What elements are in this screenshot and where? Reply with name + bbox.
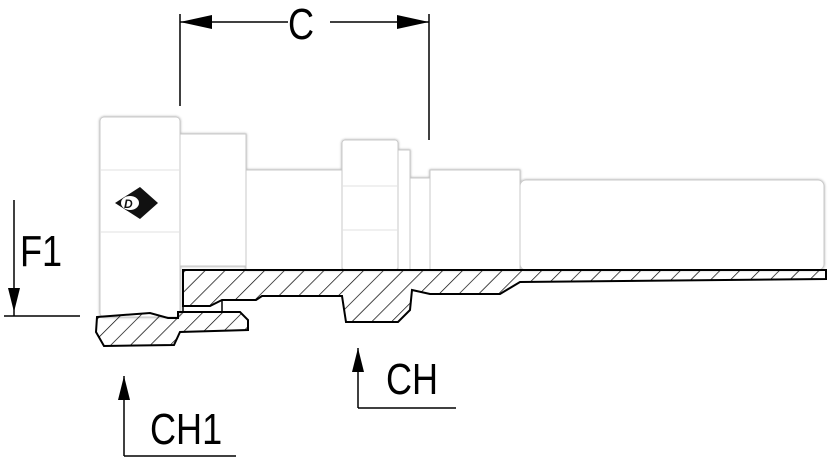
nut-shading bbox=[100, 169, 398, 233]
dimension-c-label: C bbox=[288, 0, 315, 49]
section-view bbox=[94, 269, 827, 348]
dimension-f1 bbox=[4, 200, 80, 317]
dimension-ch1 bbox=[118, 376, 236, 457]
fitting-body bbox=[99, 116, 825, 318]
dimension-f1-label: F1 bbox=[20, 227, 63, 276]
dimension-ch1-label: CH1 bbox=[150, 405, 223, 454]
dimension-ch bbox=[352, 348, 456, 409]
dimension-c bbox=[179, 14, 430, 140]
brand-logo-letter: D bbox=[124, 197, 133, 211]
dimension-ch-label: CH bbox=[386, 355, 439, 404]
brand-logo-icon: D bbox=[115, 187, 158, 219]
